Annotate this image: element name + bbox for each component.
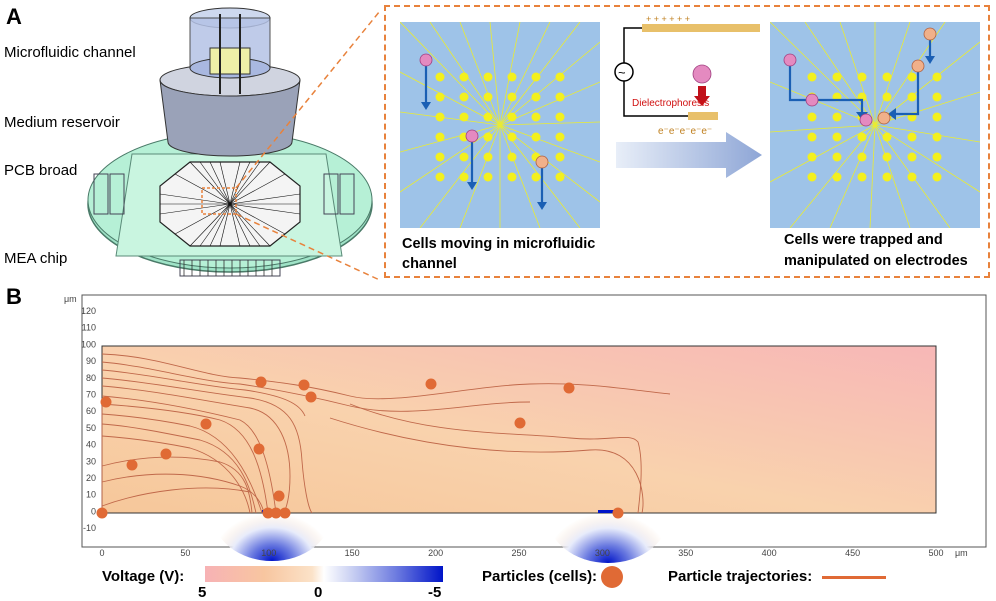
x-tick-label: 0 — [99, 548, 104, 558]
x-tick-label: 350 — [678, 548, 693, 558]
label-pcb-board: PCB broad — [4, 162, 78, 179]
left-caption-line2: channel — [402, 256, 457, 272]
voltage-colorbar — [205, 566, 443, 582]
x-tick-label: 250 — [511, 548, 526, 558]
x-tick-label: 300 — [595, 548, 610, 558]
transition-arrow — [616, 132, 762, 178]
trajectories-legend-label: Particle trajectories: — [668, 568, 813, 585]
y-tick-label: 0 — [91, 506, 96, 516]
dep-label: Dielectrophoresis — [632, 98, 709, 109]
left-caption-line1: Cells moving in microfluidic — [402, 236, 596, 252]
electrode-panel-right — [770, 22, 980, 228]
zoom-box — [384, 5, 990, 278]
x-tick-label: 50 — [180, 548, 190, 558]
right-caption-line2: manipulated on electrodes — [784, 253, 968, 269]
electrode-panel-left — [400, 22, 600, 228]
y-tick-label: 40 — [86, 440, 96, 450]
particles-legend-label: Particles (cells): — [482, 568, 598, 585]
voltage-scale-min: -5 — [428, 584, 442, 601]
y-tick-label: 120 — [81, 306, 96, 316]
voltage-legend-label: Voltage (V): — [102, 568, 185, 585]
y-tick-label: 70 — [86, 390, 96, 400]
voltage-scale-max: 5 — [198, 584, 207, 601]
y-tick-label: 110 — [82, 323, 96, 333]
panel-b-letter: B — [6, 284, 22, 309]
x-tick-label: 200 — [428, 548, 443, 558]
y-unit-label: μm — [64, 294, 77, 304]
label-microfluidic-channel: Microfluidic channel — [4, 44, 136, 61]
y-tick-label: 20 — [86, 473, 96, 483]
label-medium-reservoir: Medium reservoir — [4, 114, 120, 131]
dep-schematic: ~ Dielectrophoresis + + + + + + e⁻e⁻e⁻e⁻… — [614, 14, 760, 137]
label-mea-chip: MEA chip — [4, 250, 68, 267]
x-tick-label: 450 — [845, 548, 860, 558]
right-caption-line1: Cells were trapped and — [784, 232, 943, 248]
x-tick-label: 400 — [762, 548, 777, 558]
x-tick-label: 150 — [345, 548, 360, 558]
plus-charges: + + + + + + — [646, 14, 690, 24]
y-tick-label: 50 — [86, 423, 96, 433]
x-axis-ticks: 0 50 100 150 200 250 300 350 400 450 500 — [99, 548, 943, 558]
y-tick-label: 10 — [86, 490, 96, 500]
particle-markers — [96, 376, 624, 519]
x-tick-label: 100 — [261, 548, 276, 558]
y-tick-label: 90 — [86, 356, 96, 366]
y-tick-label: 60 — [86, 406, 96, 416]
x-tick-label: 500 — [928, 548, 943, 558]
voltage-scale-zero: 0 — [314, 584, 323, 601]
trajectory-lines — [101, 353, 671, 514]
y-tick-label: 80 — [86, 373, 96, 383]
y-tick-label: -10 — [83, 523, 96, 533]
trajectory-legend-line — [822, 576, 886, 579]
y-tick-label: 100 — [81, 339, 96, 349]
electron-charges: e⁻e⁻e⁻e⁻e⁻ — [658, 126, 712, 137]
ac-source-icon: ~ — [618, 65, 626, 80]
x-unit-label: μm — [955, 548, 968, 558]
device-illustration — [87, 7, 380, 281]
particle-legend-icon — [601, 566, 623, 588]
panel-a-letter: A — [6, 4, 22, 29]
y-tick-label: 30 — [86, 456, 96, 466]
